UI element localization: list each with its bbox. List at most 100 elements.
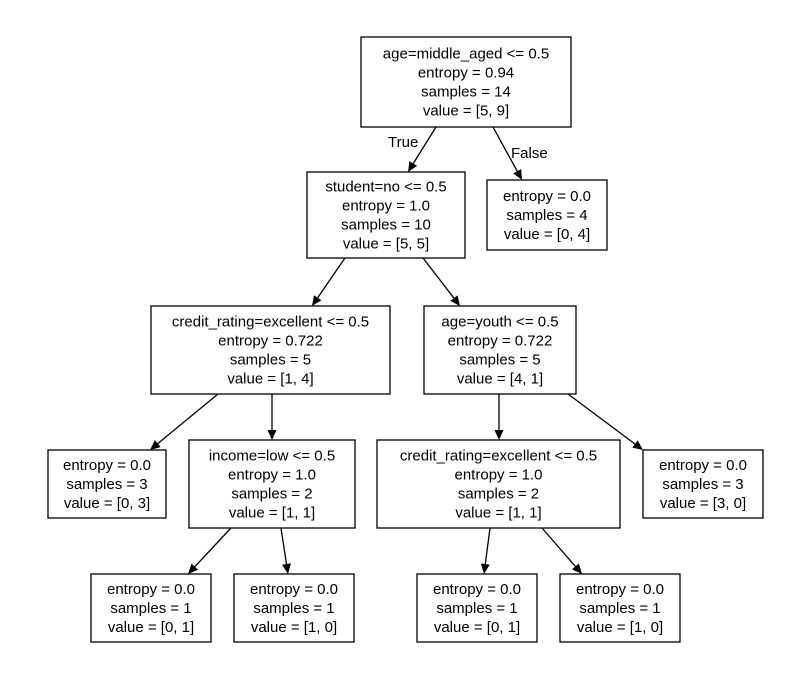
edge-line — [194, 527, 232, 568]
node-text-line: value = [5, 9] — [423, 102, 509, 119]
node-box — [642, 449, 764, 519]
tree-node-n11: entropy = 0.0 samples = 1 value = [0, 1] — [416, 573, 538, 643]
node-text-line: samples = 3 — [66, 476, 147, 493]
edge-label: False — [511, 145, 548, 162]
node-text-line: samples = 2 — [458, 485, 539, 502]
edge-n4-n7 — [494, 394, 504, 440]
tree-node-n3: credit_rating=excellent <= 0.5 entropy = … — [150, 305, 391, 395]
edge-n1-n4 — [422, 257, 460, 306]
node-text-line: samples = 5 — [230, 351, 311, 368]
node-text-line: credit_rating=excellent <= 0.5 — [172, 313, 369, 330]
arrow-head — [572, 563, 582, 574]
edge-n0-n1: True — [388, 126, 437, 172]
node-box — [47, 449, 167, 519]
node-text-line: entropy = 0.0 — [63, 457, 151, 474]
arrow-head — [408, 161, 418, 172]
arrow-head — [513, 169, 522, 180]
node-box — [486, 179, 608, 251]
edge-line — [567, 393, 636, 445]
arrow-head — [632, 440, 643, 450]
arrow-head — [150, 440, 161, 450]
tree-node-n6: income=low <= 0.5 entropy = 1.0 samples = … — [188, 439, 356, 529]
node-text-line: entropy = 1.0 — [455, 466, 543, 483]
edge-n3-n5 — [150, 393, 219, 450]
edge-line — [422, 257, 455, 299]
node-text-line: samples = 1 — [110, 600, 191, 617]
node-box — [360, 36, 572, 128]
edge-line — [280, 527, 288, 565]
node-box — [188, 439, 356, 529]
node-text-line: age=middle_aged <= 0.5 — [383, 45, 549, 62]
node-box — [90, 573, 212, 643]
edge-line — [484, 527, 491, 565]
node-text-line: samples = 1 — [579, 600, 660, 617]
node-box — [306, 171, 466, 259]
node-text-line: entropy = 0.94 — [418, 64, 514, 81]
node-text-line: samples = 2 — [231, 485, 312, 502]
node-text-line: income=low <= 0.5 — [209, 447, 335, 464]
node-text-line: value = [1, 1] — [455, 504, 541, 521]
edge-n0-n2: False — [492, 126, 548, 180]
node-text-line: entropy = 0.722 — [448, 332, 553, 349]
node-text-line: student=no <= 0.5 — [325, 178, 446, 195]
edge-line — [157, 393, 219, 445]
node-text-line: value = [0, 3] — [64, 495, 150, 512]
node-text-line: samples = 4 — [506, 207, 587, 224]
node-text-line: entropy = 0.0 — [576, 581, 664, 598]
node-text-line: age=youth <= 0.5 — [441, 313, 558, 330]
node-text-line: entropy = 0.722 — [218, 332, 323, 349]
node-box — [416, 573, 538, 643]
node-text-line: entropy = 0.0 — [250, 581, 338, 598]
arrow-head — [267, 430, 277, 440]
node-text-line: value = [0, 1] — [108, 619, 194, 636]
arrow-head — [450, 295, 460, 306]
node-text-line: samples = 14 — [421, 83, 511, 100]
node-text-line: value = [1, 4] — [227, 370, 313, 387]
node-text-line: samples = 3 — [662, 476, 743, 493]
node-text-line: value = [1, 1] — [229, 504, 315, 521]
tree-node-n1: student=no <= 0.5 entropy = 1.0 samples = … — [306, 171, 466, 259]
node-box — [559, 573, 681, 643]
node-text-line: entropy = 1.0 — [228, 466, 316, 483]
node-text-line: entropy = 0.0 — [659, 457, 747, 474]
edge-n3-n6 — [267, 394, 277, 440]
nodes-layer: age=middle_aged <= 0.5 entropy = 0.94 samp… — [47, 36, 764, 643]
node-text-line: value = [1, 0] — [577, 619, 663, 636]
tree-node-n9: entropy = 0.0 samples = 1 value = [0, 1] — [90, 573, 212, 643]
edge-n7-n12 — [541, 527, 582, 574]
arrow-head — [282, 563, 291, 574]
arrow-head — [188, 563, 199, 574]
node-box — [376, 439, 621, 529]
node-text-line: value = [0, 1] — [434, 619, 520, 636]
node-text-line: samples = 10 — [341, 216, 431, 233]
node-text-line: entropy = 0.0 — [433, 581, 521, 598]
tree-node-n12: entropy = 0.0 samples = 1 value = [1, 0] — [559, 573, 681, 643]
edge-n1-n3 — [312, 257, 346, 306]
node-box — [150, 305, 391, 395]
edge-line — [492, 126, 518, 172]
node-text-line: credit_rating=excellent <= 0.5 — [400, 447, 597, 464]
edge-line — [412, 126, 437, 164]
node-text-line: samples = 1 — [436, 600, 517, 617]
edge-line — [541, 527, 576, 567]
arrow-head — [312, 295, 322, 306]
node-text-line: entropy = 0.0 — [107, 581, 195, 598]
edge-n7-n11 — [480, 527, 491, 574]
node-text-line: value = [5, 5] — [343, 235, 429, 252]
node-box — [233, 573, 355, 643]
tree-node-n7: credit_rating=excellent <= 0.5 entropy = … — [376, 439, 621, 529]
node-text-line: value = [0, 4] — [504, 226, 590, 243]
edge-n4-n8 — [567, 393, 643, 450]
edge-label: True — [388, 134, 418, 151]
node-text-line: value = [1, 0] — [251, 619, 337, 636]
arrow-head — [494, 430, 504, 440]
tree-node-n0: age=middle_aged <= 0.5 entropy = 0.94 samp… — [360, 36, 572, 128]
edge-n6-n9 — [188, 527, 232, 574]
node-text-line: entropy = 1.0 — [342, 197, 430, 214]
arrow-head — [480, 563, 490, 574]
